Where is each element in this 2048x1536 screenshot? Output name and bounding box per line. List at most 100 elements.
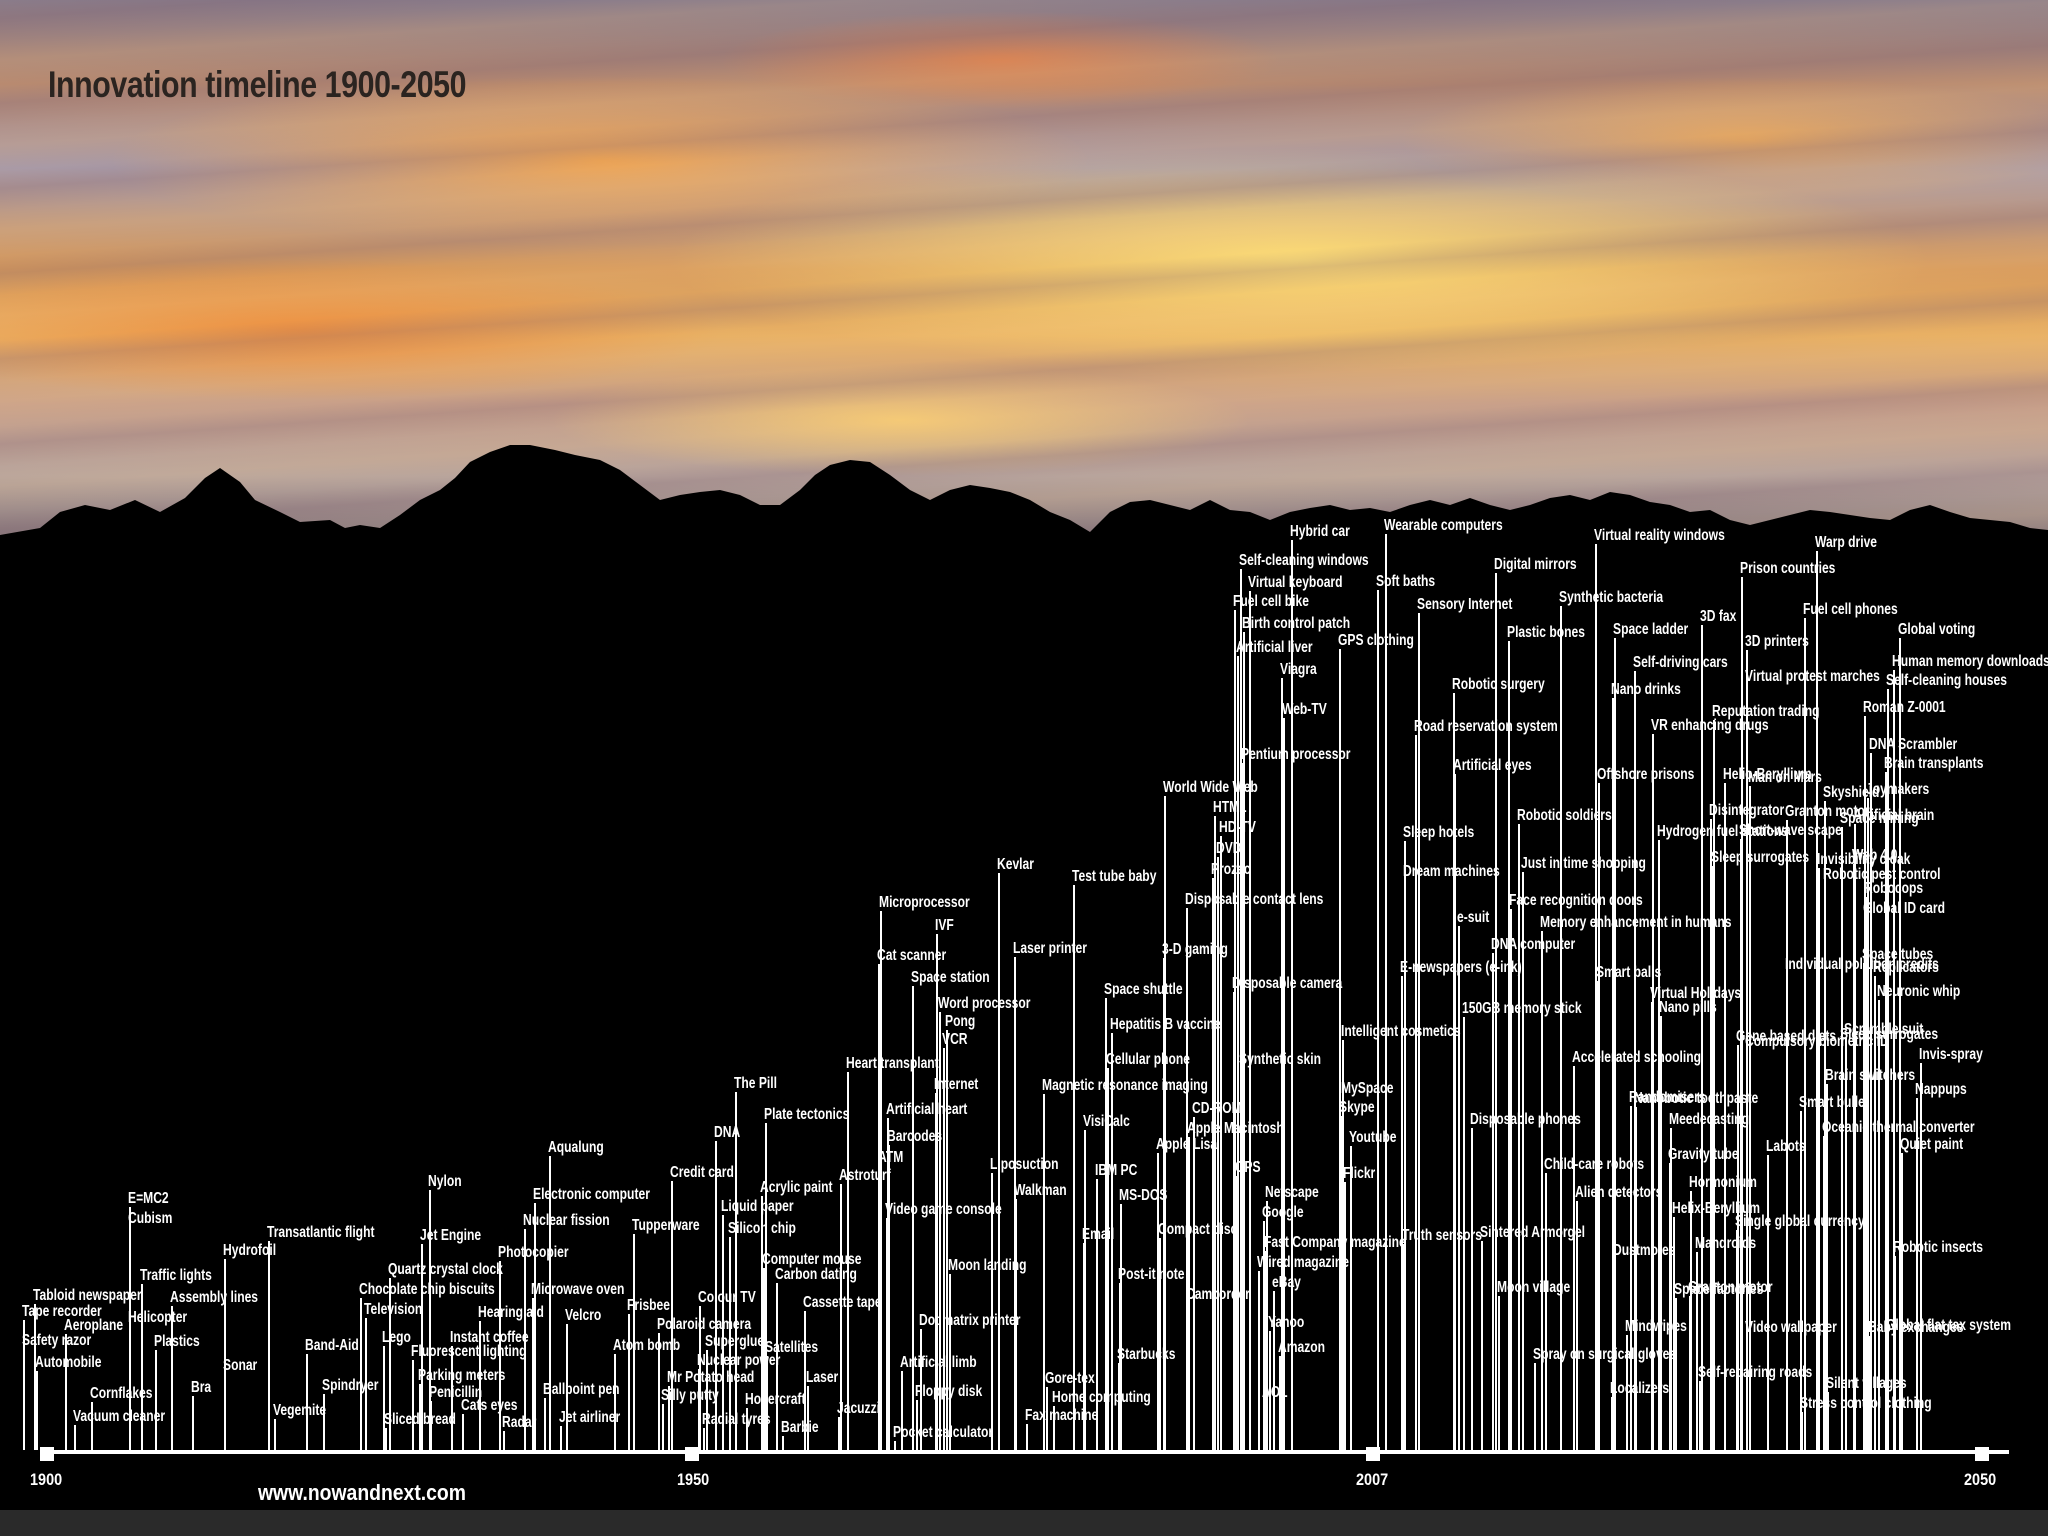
event-label: Plate tectonics [764,1106,850,1123]
event-label: Instant coffee [450,1329,529,1346]
event-stem [722,1215,724,1450]
event-stem [698,1369,700,1450]
axis-label-1900: 1900 [30,1470,63,1489]
event-label: Space tubes [1862,946,1934,963]
event-label: Pocket calculator [893,1424,994,1441]
event-stem [1214,816,1216,1450]
event-label: Post-it note [1118,1266,1185,1283]
event-label: 150GB memory stick [1462,1000,1582,1017]
event-label: Joymakers [1866,781,1930,798]
event-stem [74,1425,76,1450]
event-stem [1415,735,1417,1450]
event-stem [1266,1201,1268,1450]
event-label: E=MC2 [128,1190,169,1207]
event-label: Oceanic thermal converter [1822,1119,1975,1136]
event-stem [912,986,914,1450]
event-stem [429,1190,431,1450]
event-label: Nylon [428,1173,462,1190]
event-stem [36,1371,38,1450]
event-label: Internet [934,1076,979,1093]
event-stem [1786,820,1788,1450]
event-stem [1920,1063,1922,1450]
event-label: Space mining [1840,810,1919,827]
event-label: Mr Potato head [667,1369,755,1386]
event-stem [1545,1173,1547,1450]
event-stem [1107,1068,1109,1450]
event-stem [1737,1045,1739,1450]
event-label: Spray on surgical gloves [1533,1346,1677,1363]
event-stem [1673,1217,1675,1450]
event-stem [1340,1116,1342,1450]
event-label: Artificial limb [900,1354,977,1371]
event-stem [1279,1356,1281,1450]
event-stem [1377,590,1379,1450]
event-label: Hydrogen fuel stations [1657,823,1788,840]
event-stem [916,1400,918,1450]
page-title: Innovation timeline 1900-2050 [48,64,467,105]
event-stem [1534,1363,1536,1450]
event-label: Global flat tax system [1886,1317,2011,1334]
event-label: ATM [878,1149,904,1166]
bottom-bar [0,1510,2048,1536]
event-stem [1827,1392,1829,1450]
event-stem [1508,641,1510,1450]
event-label: Amazon [1278,1339,1326,1356]
event-label: Robotic pest control [1823,866,1941,883]
event-stem [385,1428,387,1450]
event-stem [1492,953,1494,1450]
event-label: Traffic lights [140,1267,212,1284]
event-label: Localizers [1610,1380,1670,1397]
website-url[interactable]: www.nowandnext.com [258,1480,466,1505]
event-stem [1874,976,1876,1450]
event-stem [1823,1136,1825,1450]
event-label: Disposable camera [1232,975,1343,992]
event-stem [1560,606,1562,1450]
event-label: Plastics [154,1333,200,1350]
event-stem [1193,1117,1195,1450]
event-stem [1053,1406,1055,1450]
event-stem [412,1360,414,1450]
event-label: Jacuzzi [837,1400,881,1417]
event-label: Sensory Internet [1417,596,1513,613]
event-label: Word processor [938,995,1031,1012]
event-stem [1291,540,1293,1450]
event-label: Sleep surrogates [1711,849,1810,866]
event-label: Man on Mars [1748,769,1822,786]
event-label: Fluorescent lighting [411,1343,527,1360]
event-stem [715,1141,717,1450]
event-stem [1495,573,1497,1450]
event-stem [761,1196,763,1450]
event-label: Magnetic resonance imaging [1042,1077,1208,1094]
event-stem [1263,1221,1265,1450]
event-stem [838,1417,840,1450]
event-stem [1699,1381,1701,1450]
axis-tick-1950 [685,1447,699,1461]
event-stem [1635,1107,1637,1450]
event-stem [840,1184,842,1450]
event-stem [1342,1097,1344,1450]
event-stem [1573,1066,1575,1450]
event-stem [1454,774,1456,1450]
axis-tick-1900 [40,1447,54,1461]
event-stem [1901,1153,1903,1450]
event-label: Wearable computers [1384,517,1503,534]
event-stem [1630,1106,1632,1450]
event-stem [524,1229,526,1450]
event-stem [34,1304,36,1450]
event-label: Tupperware [632,1217,700,1234]
event-stem [765,1123,767,1450]
event-label: Vegemite [273,1402,327,1419]
event-stem [1724,783,1726,1450]
event-stem [1916,1098,1918,1450]
event-label: DNA [714,1124,741,1141]
event-stem [1385,534,1387,1450]
event-stem [1418,613,1420,1450]
event-stem [1870,753,1872,1450]
event-label: Nuclear fission [523,1212,610,1229]
event-stem [935,1093,937,1450]
event-stem [847,1072,849,1450]
event-stem [451,1346,453,1450]
event-label: Roman Z-0001 [1863,699,1946,716]
event-label: Penicillin [429,1384,483,1401]
